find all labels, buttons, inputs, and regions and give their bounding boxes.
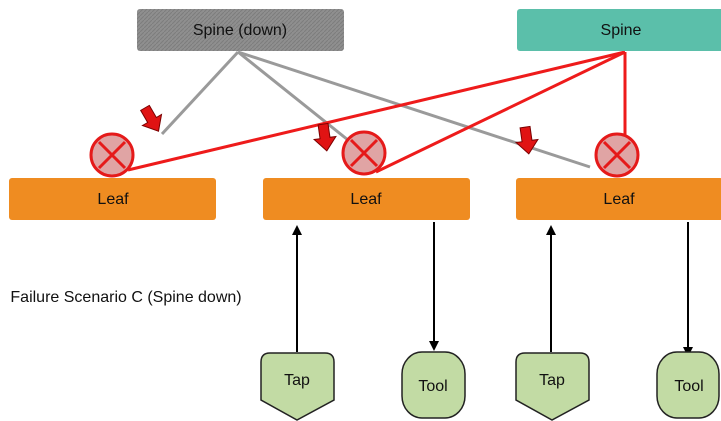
down-link-to-leaf-3 — [237, 50, 591, 169]
leaf-node-2: Leaf — [263, 178, 470, 220]
leaf-label: Leaf — [97, 191, 129, 208]
down-arrow-icon — [312, 122, 337, 152]
spine-down-node: Spine (down) — [137, 9, 344, 51]
failover-arrows — [139, 104, 539, 155]
tap-label: Tap — [284, 372, 310, 389]
tool-label: Tool — [418, 378, 447, 395]
leaf-node-1: Leaf — [9, 178, 216, 220]
spine-node: Spine — [517, 9, 721, 51]
x-in-circle-icon — [594, 132, 640, 178]
x-in-circle-icon — [89, 132, 135, 178]
diagram-caption: Failure Scenario C (Spine down) — [10, 289, 242, 306]
down-link-to-leaf-1 — [160, 50, 240, 136]
tap-device-2: Tap — [515, 352, 590, 421]
leaf-label: Leaf — [350, 191, 382, 208]
tool-device-2: Tool — [656, 351, 720, 419]
failure-markers — [89, 130, 640, 178]
traffic-arrows — [292, 222, 693, 357]
spine-link-to-leaf-1 — [127, 50, 626, 172]
leaf-node-3: Leaf — [516, 178, 721, 220]
down-arrow-icon — [139, 104, 163, 132]
x-in-circle-icon — [341, 130, 387, 176]
spine-label: Spine — [601, 22, 642, 39]
tap-label: Tap — [539, 372, 565, 389]
down-arrow-icon — [514, 125, 539, 155]
spine-link-to-leaf-2 — [375, 50, 626, 174]
down-link-to-leaf-2 — [237, 50, 349, 142]
spine-down-label: Spine (down) — [193, 22, 287, 39]
tool-label: Tool — [674, 378, 703, 395]
tap-device-1: Tap — [260, 352, 335, 421]
spine-links — [127, 50, 627, 174]
leaf-label: Leaf — [603, 191, 635, 208]
tool-device-1: Tool — [401, 351, 466, 419]
